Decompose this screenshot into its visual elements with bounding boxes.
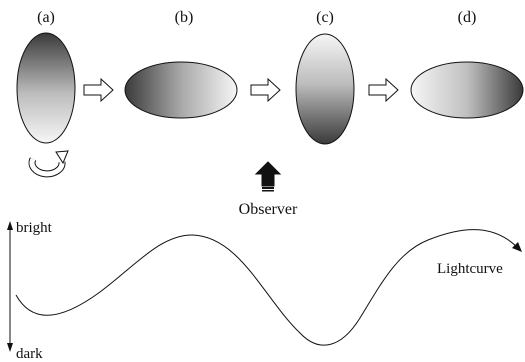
ellipsoid-c bbox=[295, 33, 355, 145]
lightcurve-label: Lightcurve bbox=[437, 261, 503, 277]
panel-label-c: (c) bbox=[316, 9, 334, 26]
right-arrow-icon bbox=[368, 77, 399, 103]
lightcurve-arrowhead-icon bbox=[512, 242, 522, 252]
rotation-arrow-icon bbox=[28, 150, 69, 178]
ellipsoid-d bbox=[410, 61, 524, 119]
right-arrow-icon bbox=[83, 77, 114, 103]
axis-bottom-label: dark bbox=[16, 346, 43, 362]
axis-arrow-up-icon bbox=[7, 221, 13, 230]
panel-label-a: (a) bbox=[37, 9, 55, 26]
up-arrow-icon bbox=[254, 161, 282, 192]
axis-top-label: bright bbox=[16, 220, 53, 236]
ellipsoid-b bbox=[124, 61, 238, 119]
right-arrow-icon bbox=[250, 77, 281, 103]
ellipsoid-a bbox=[16, 32, 76, 144]
observer-label: Observer bbox=[239, 201, 298, 218]
panel-label-d: (d) bbox=[458, 9, 477, 26]
lightcurve-line bbox=[15, 229, 519, 346]
axis-arrow-down-icon bbox=[7, 343, 13, 352]
panel-label-b: (b) bbox=[175, 9, 194, 26]
